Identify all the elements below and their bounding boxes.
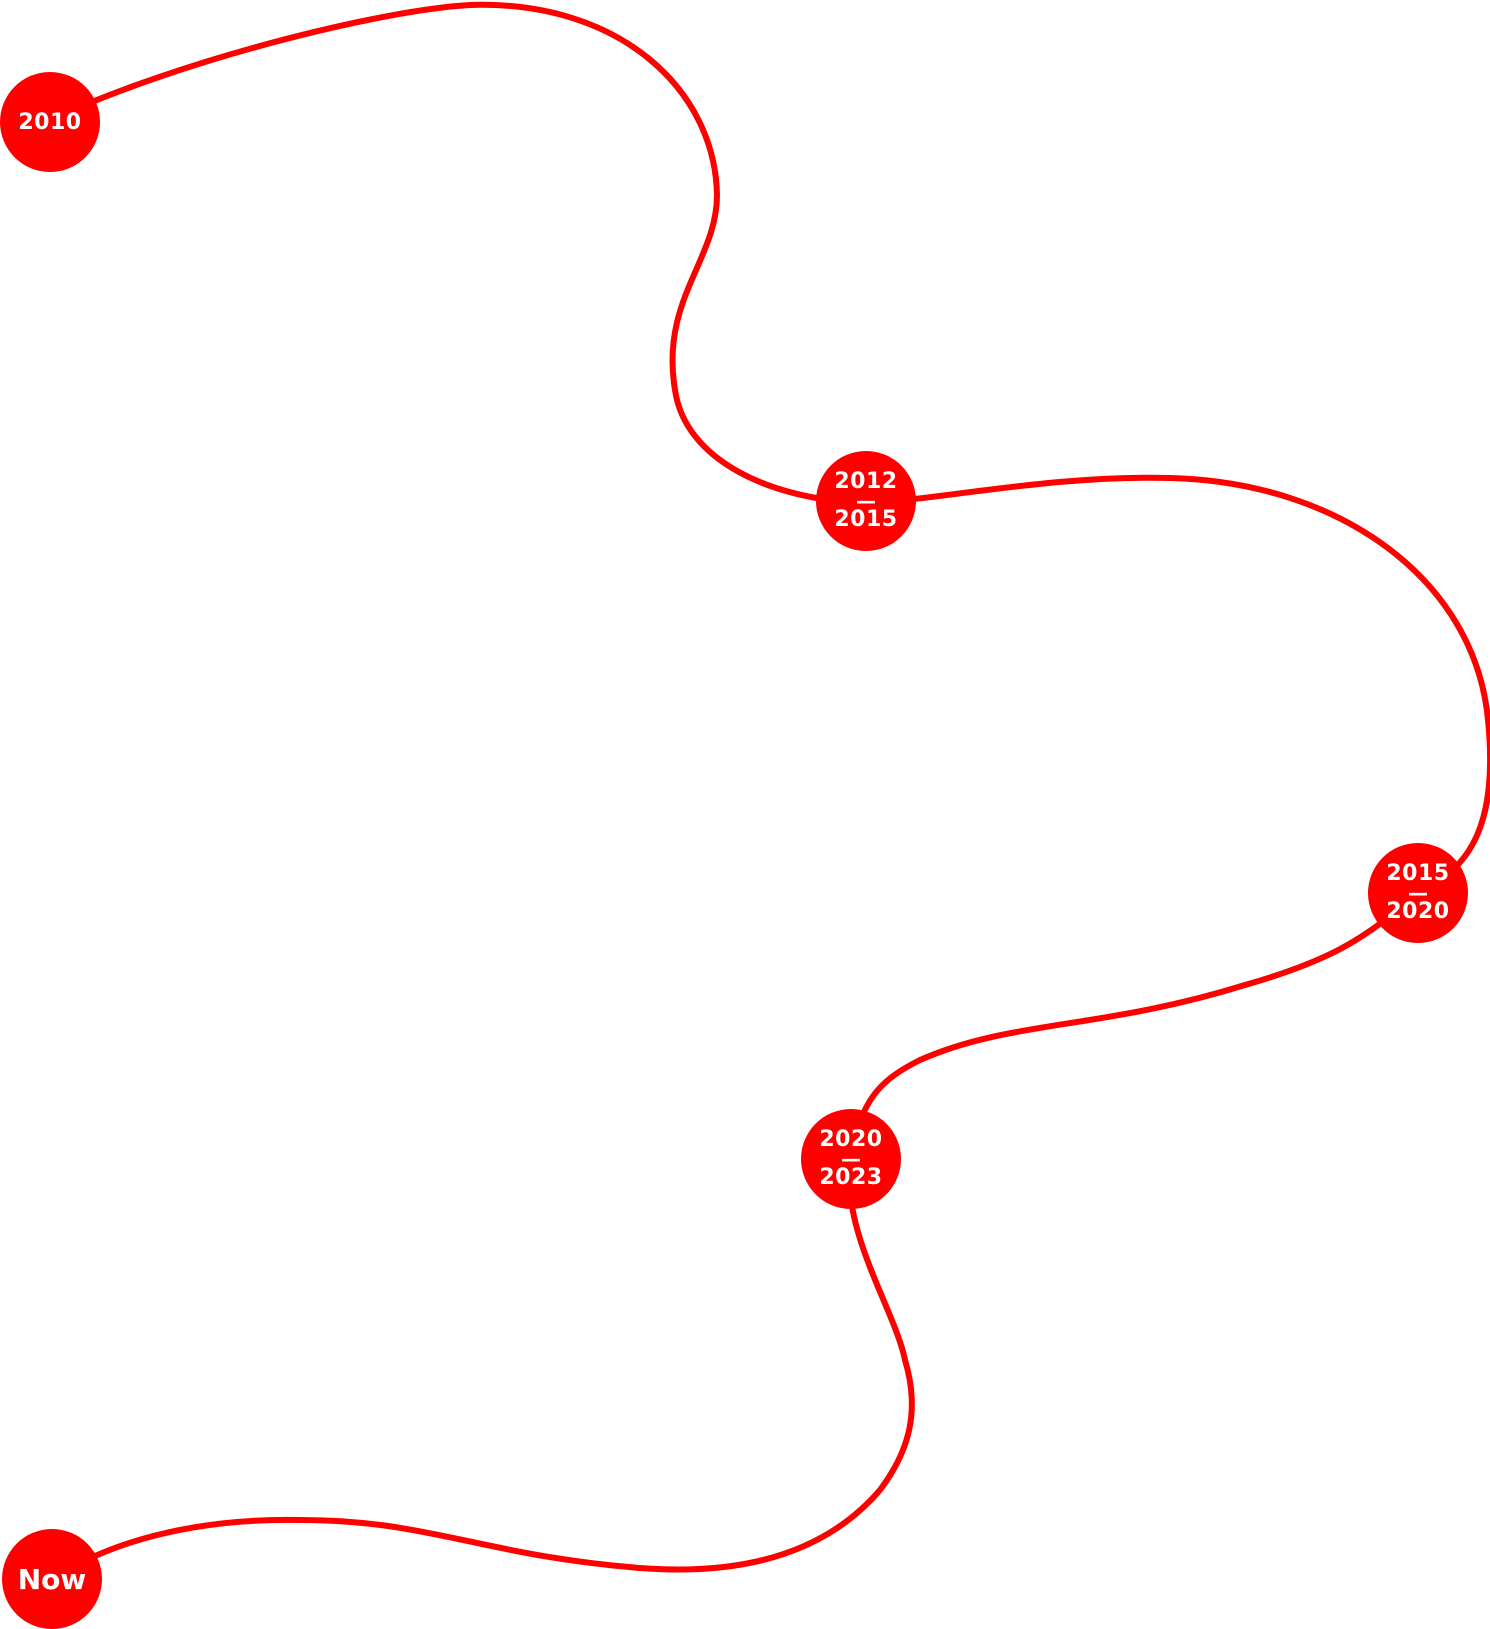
node-separator: — — [841, 1147, 861, 1171]
node-end-year: 2015 — [834, 507, 898, 532]
timeline-node-now[interactable]: Now — [2, 1529, 102, 1629]
node-separator: — — [1408, 881, 1428, 905]
node-label-now: Now — [17, 1562, 87, 1596]
node-start-year: 2020 — [819, 1127, 883, 1152]
timeline-node-2012-2015[interactable]: 2012 — 2015 — [816, 451, 916, 551]
timeline-node-2015-2020[interactable]: 2015 — 2020 — [1368, 843, 1468, 943]
node-separator: — — [856, 489, 876, 513]
timeline-path — [47, 1, 1490, 1583]
node-start-year: 2012 — [834, 469, 898, 494]
node-end-year: 2023 — [819, 1165, 883, 1190]
timeline-node-2010[interactable]: 2010 — [0, 72, 100, 172]
node-end-year: 2020 — [1386, 899, 1450, 924]
node-label-2010: 2010 — [18, 109, 82, 135]
timeline-node-2020-2023[interactable]: 2020 — 2023 — [801, 1109, 901, 1209]
node-start-year: 2015 — [1386, 861, 1450, 886]
